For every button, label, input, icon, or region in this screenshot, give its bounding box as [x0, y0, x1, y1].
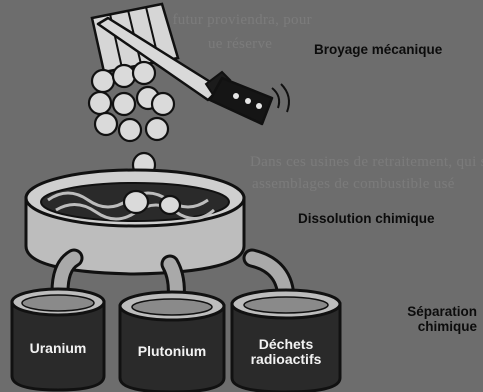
uranium-label: Uranium — [18, 341, 98, 356]
fuel-pellets — [89, 62, 174, 141]
waste-label-line-1: Déchets — [236, 337, 336, 352]
separation-line-2: chimique — [407, 319, 477, 334]
step-label-separation: Séparation chimique — [407, 304, 477, 334]
waste-label: Déchets radioactifs — [236, 337, 336, 367]
step-label-crushing: Broyage mécanique — [314, 42, 442, 57]
step-label-dissolution: Dissolution chimique — [298, 211, 435, 226]
plutonium-label: Plutonium — [124, 344, 220, 359]
plutonium-tank — [120, 292, 224, 392]
waste-label-line-2: radioactifs — [236, 352, 336, 367]
dissolver-tank — [26, 170, 244, 274]
separation-line-1: Séparation — [407, 304, 477, 319]
